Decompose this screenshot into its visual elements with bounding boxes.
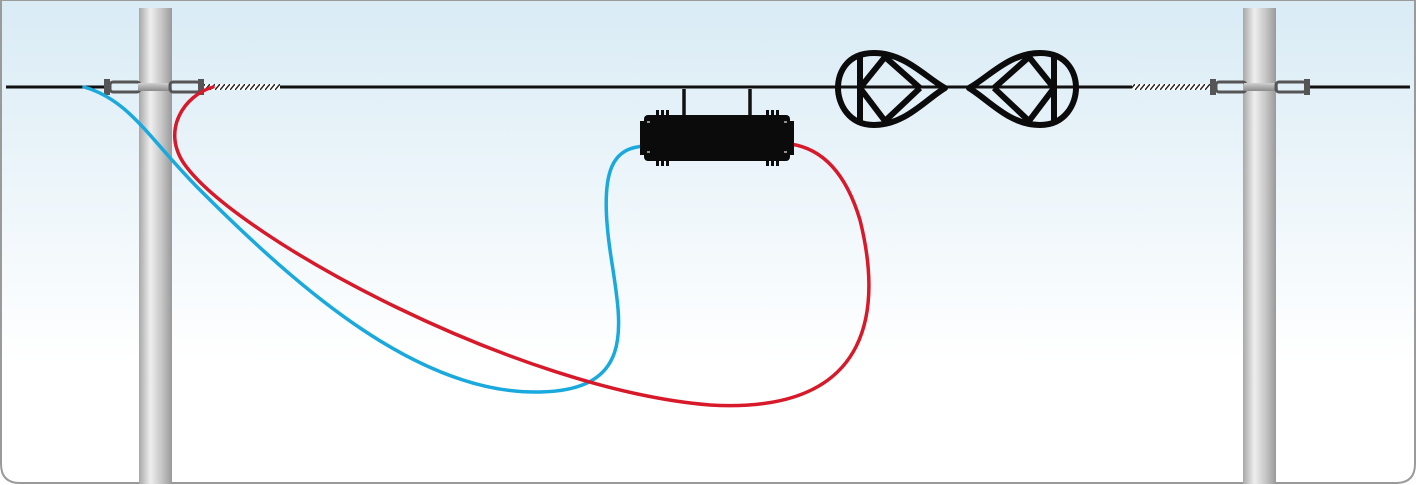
dead-end-clamp-left (104, 79, 204, 95)
pole-right (1243, 8, 1276, 484)
cable-blue (82, 85, 647, 394)
pole-left (139, 8, 172, 484)
cable-red (173, 85, 871, 408)
splice-closure (640, 89, 794, 166)
cable-spacer-right (966, 50, 1079, 128)
dead-end-clamp-right (1210, 79, 1310, 95)
cable-spacer-left (835, 50, 948, 128)
